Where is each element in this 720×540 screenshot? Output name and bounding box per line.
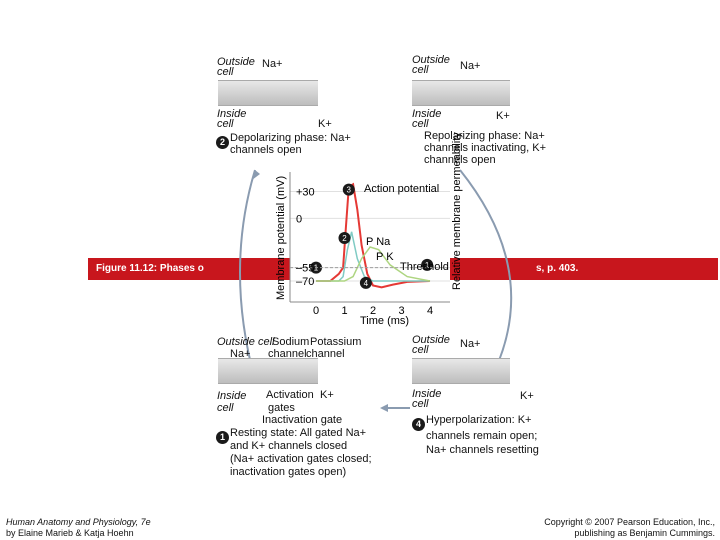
- rest-sodium-channel-label: channel: [268, 348, 307, 360]
- repol-title: Repolarizing phase: Na+: [424, 130, 545, 142]
- rest-potassium-channel-label: channel: [306, 348, 345, 360]
- rest-inside-label: Inside: [217, 390, 247, 402]
- annotation-threshold: Threshold: [400, 261, 449, 273]
- x-tick-labels: 0 1 2 3 4: [313, 305, 433, 317]
- x-axis-label: Time (ms): [360, 315, 409, 327]
- rest-activation-label: Activation: [266, 389, 314, 401]
- depol-title-2: channels open: [230, 144, 302, 156]
- membrane-rest: [218, 358, 318, 384]
- y-tick-labels: +30 0 –55–70: [296, 186, 315, 288]
- series-line-2: [316, 246, 431, 282]
- x-tick-3: 3: [399, 305, 405, 317]
- figure-caption-left: Figure 11.12: Phases o: [96, 263, 204, 274]
- membrane-hyper: [412, 358, 510, 384]
- repol-outside-label: Outside: [412, 54, 450, 66]
- series-line-0: [316, 182, 431, 289]
- step-marker-circle-1: [338, 232, 351, 245]
- depol-title: Depolarizing phase: Na+: [230, 132, 351, 144]
- annotation-pk: P K: [376, 251, 394, 263]
- hyper-na-label: Na+: [460, 338, 481, 350]
- footer-copyright: Copyright © 2007 Pearson Education, Inc.…: [544, 517, 715, 527]
- y-tick-0: +30: [296, 186, 315, 198]
- y-tick-2: –55: [296, 263, 314, 275]
- rest-outside-label: Outside cell: [217, 336, 275, 348]
- footer-publisher: publishing as Benjamin Cummings.: [574, 528, 715, 538]
- repol-inside-cell-label: cell: [412, 118, 429, 130]
- hyper-title: Hyperpolarization: K+: [426, 414, 532, 426]
- rest-gates-label: gates: [268, 402, 295, 414]
- repol-outside-cell-label: cell: [412, 64, 429, 76]
- membrane-repol: [412, 80, 510, 106]
- hyper-inside-cell-label: cell: [412, 398, 429, 410]
- arrow-left: [239, 169, 256, 381]
- footer-authors: by Elaine Marieb & Katja Hoehn: [6, 528, 134, 538]
- x-tick-2: 2: [370, 305, 376, 317]
- rest-title-4: inactivation gates open): [230, 466, 347, 478]
- rest-inactivation-label: Inactivation gate: [262, 414, 343, 426]
- step-marker-label-2: 3: [347, 186, 352, 195]
- x-tick-0: 0: [313, 305, 319, 317]
- step-marker-label-3: 4: [364, 279, 369, 288]
- repol-k-label: K+: [496, 110, 510, 122]
- annotation-action-potential: Action potential: [364, 183, 439, 195]
- step-marker-circle-2: [342, 183, 355, 196]
- depol-k-label: K+: [318, 118, 332, 130]
- x-tick-4: 4: [427, 305, 433, 317]
- rest-potassium-label: Potassium: [310, 336, 362, 348]
- hyper-title-2: channels remain open;: [426, 430, 538, 442]
- repol-title-3: channels open: [424, 154, 496, 166]
- step-marker-circle-3: [359, 276, 372, 289]
- arrow-left-head: [252, 170, 260, 180]
- arrow-bottom-head: [380, 404, 388, 412]
- rest-na-label: Na+: [230, 348, 251, 360]
- rest-inside-cell-label: cell: [217, 402, 234, 414]
- depol-outside-cell-label: cell: [217, 66, 234, 78]
- y-tick-1: 0: [296, 213, 302, 225]
- hyper-outside-label: Outside: [412, 334, 450, 346]
- rest-sodium-label: Sodium: [272, 336, 310, 348]
- y-tick-3: –70: [296, 276, 314, 288]
- y2-axis-label: Relative membrane permeability: [451, 132, 463, 290]
- annotation-pna: P Na: [366, 236, 391, 248]
- footer-book: Human Anatomy and Physiology, 7e: [6, 517, 151, 527]
- rest-step-marker: 1: [216, 427, 229, 445]
- depol-inside-cell-label: cell: [217, 118, 234, 130]
- y-axis-label: Membrane potential (mV): [275, 176, 287, 300]
- repol-na-label: Na+: [460, 60, 481, 72]
- hyper-inside-label: Inside: [412, 388, 442, 400]
- hyper-step-marker: 4: [412, 414, 425, 432]
- depol-inside-label: Inside: [217, 108, 247, 120]
- rest-k-label: K+: [320, 389, 334, 401]
- repol-inside-label: Inside: [412, 108, 442, 120]
- step-marker-label-1: 2: [342, 234, 347, 243]
- depol-outside-label: Outside: [217, 56, 255, 68]
- step-marker-label-4: 1: [425, 261, 430, 270]
- hyper-outside-cell-label: cell: [412, 344, 429, 356]
- rest-title: Resting state: All gated Na+: [230, 427, 367, 439]
- arrow-right: [459, 169, 513, 371]
- hyper-k-label: K+: [520, 390, 534, 402]
- rest-title-2: and K+ channels closed: [230, 440, 348, 452]
- membrane-depol: [218, 80, 318, 106]
- figure-caption-right: s, p. 403.: [536, 263, 579, 274]
- depol-step-marker: 2: [216, 132, 229, 150]
- depol-na-label: Na+: [262, 58, 283, 70]
- repol-title-2: channels inactivating, K+: [424, 142, 546, 154]
- x-tick-1: 1: [342, 305, 348, 317]
- rest-title-3: (Na+ activation gates closed;: [230, 453, 372, 465]
- hyper-title-3: Na+ channels resetting: [426, 444, 539, 456]
